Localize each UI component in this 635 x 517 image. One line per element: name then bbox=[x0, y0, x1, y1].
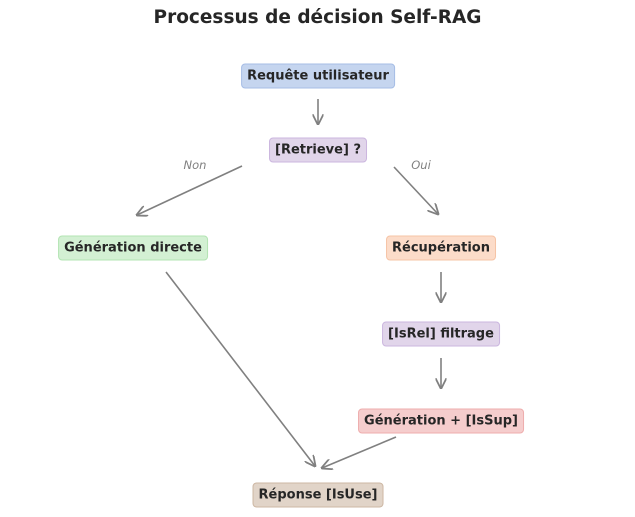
node-isrel-filter: [IsRel] filtrage bbox=[382, 321, 500, 347]
arrow-direct-to-response bbox=[165, 271, 315, 466]
diagram-title: Processus de décision Self-RAG bbox=[153, 7, 482, 28]
node-user-query: Requête utilisateur bbox=[241, 63, 395, 89]
arrow-retrieve-to-direct bbox=[137, 165, 243, 215]
edge-label-yes: Oui bbox=[411, 158, 431, 172]
node-retrieve-decision: [Retrieve] ? bbox=[269, 137, 367, 163]
arrow-retrieve-to-retrieval bbox=[393, 166, 438, 214]
node-response-isuse: Réponse [IsUse] bbox=[252, 482, 384, 508]
node-direct-generation: Génération directe bbox=[58, 235, 208, 261]
arrow-issup-to-response bbox=[322, 436, 397, 468]
node-retrieval: Récupération bbox=[386, 235, 496, 261]
edge-label-no: Non bbox=[183, 158, 207, 172]
node-generation-issup: Génération + [IsSup] bbox=[358, 408, 524, 434]
